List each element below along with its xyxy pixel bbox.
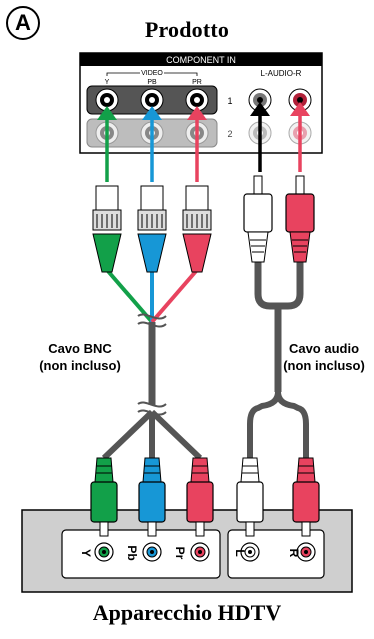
- audio-cable: [247, 262, 309, 458]
- audio-jack-l-row1: [248, 88, 272, 112]
- figure-label-badge: A: [6, 6, 40, 40]
- bnc-plug-green: [92, 185, 122, 273]
- product-title: Prodotto: [144, 17, 230, 42]
- bnc-plug-red: [182, 185, 212, 273]
- panel-jack-label-pb: PB: [147, 79, 157, 86]
- bnc-cable: [101, 268, 203, 461]
- jack-pr-row1: [185, 88, 209, 112]
- panel-jack-label-y: Y: [105, 79, 110, 86]
- bnc-plug-blue: [137, 185, 167, 273]
- hdtv-label-pb: Pb: [125, 545, 139, 560]
- hdtv-jack-r: [296, 542, 316, 562]
- row-number-2: 2: [227, 129, 232, 139]
- panel-header-bar: [80, 53, 322, 66]
- rca-plug-red-upper: [285, 175, 315, 263]
- rca-plug-white-lower: [236, 457, 264, 537]
- rca-plug-red-audio-lower: [292, 457, 320, 537]
- arrow-red-audio-head: [290, 102, 310, 116]
- hdtv-jack-y: [94, 542, 114, 562]
- audio-jack-r-row1: [288, 88, 312, 112]
- panel-header-text: COMPONENT IN: [166, 55, 236, 65]
- hdtv-jack-pb: [142, 542, 162, 562]
- device-title: Apparecchio HDTV: [92, 600, 282, 625]
- hdtv-video-panel: [61, 529, 221, 579]
- arrow-green-head: [97, 106, 117, 120]
- bnc-cable-label: Cavo BNC (non incluso): [30, 340, 130, 374]
- bnc-cable-break-upper: [137, 313, 167, 328]
- rca-plug-blue-lower: [138, 457, 166, 537]
- hdtv-label-pr: Pr: [173, 547, 187, 560]
- hdtv-label-y: Y: [79, 549, 93, 557]
- rca-plug-red-lower: [186, 457, 214, 537]
- panel-jack-label-pr: PR: [192, 79, 202, 86]
- audio-label: L-AUDIO-R: [261, 69, 302, 78]
- row-number-1: 1: [227, 96, 232, 106]
- product-panel: COMPONENT IN VIDEO Y PB PR L-AUDIO-R 1: [79, 52, 323, 154]
- hdtv-audio-panel: [227, 529, 325, 579]
- arrow-red-head: [187, 106, 207, 120]
- connection-arrows: [97, 102, 310, 182]
- audio-cable-label: Cavo audio (non incluso): [276, 340, 372, 374]
- video-bracket: [106, 72, 198, 76]
- rca-plug-green-lower: [90, 457, 118, 537]
- hdtv-jack-l: [240, 542, 260, 562]
- rca-plug-white-upper: [243, 175, 273, 263]
- bnc-cable-label-line1: Cavo BNC: [48, 341, 112, 356]
- hdtv-jack-pr: [190, 542, 210, 562]
- hdtv-label-r: R: [287, 549, 301, 558]
- bnc-cable-label-line2: (non incluso): [39, 358, 121, 373]
- audio-cable-label-line1: Cavo audio: [288, 341, 360, 356]
- hdtv-device: Y Pb Pr L R: [21, 509, 353, 593]
- hdtv-label-l: L: [233, 549, 247, 556]
- audio-cable-label-line2: (non incluso): [283, 358, 365, 373]
- arrow-blue-head: [142, 106, 162, 120]
- video-label: VIDEO: [141, 70, 163, 77]
- arrow-black-head: [250, 102, 270, 116]
